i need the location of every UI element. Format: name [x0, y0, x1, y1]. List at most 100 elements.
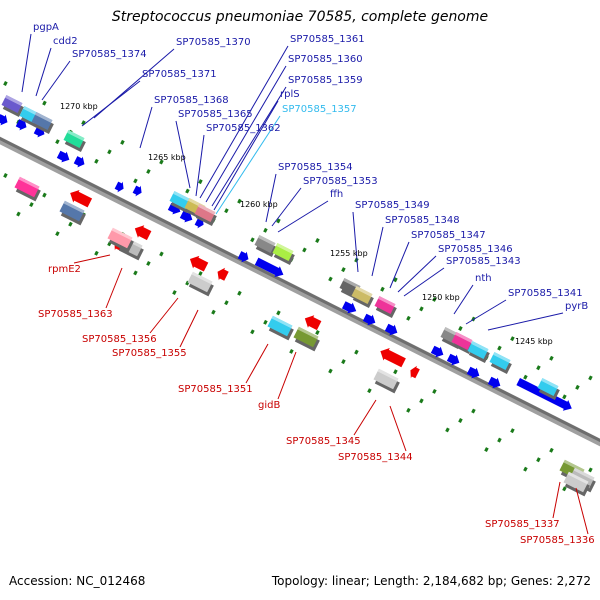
reverse-gene-label: SP70585_1344	[338, 452, 413, 463]
forward-gene-label: SP70585_1353	[303, 176, 378, 187]
tick-mark	[55, 231, 60, 237]
leader-line	[403, 267, 445, 297]
gene-box	[14, 176, 41, 202]
forward-gene-label: SP70585_1374	[72, 49, 147, 60]
tick-mark	[510, 428, 515, 434]
tick-mark	[523, 374, 528, 380]
forward-gene-label: SP70585_1370	[176, 37, 251, 48]
tick-mark	[419, 306, 424, 312]
tick-mark	[328, 276, 333, 282]
tick-mark	[42, 100, 47, 106]
tick-mark	[458, 418, 463, 423]
forward-gene-arrow	[341, 301, 357, 314]
forward-gene-label: pgpA	[33, 22, 59, 33]
tick-mark	[224, 208, 229, 214]
tick-mark	[471, 408, 476, 414]
leader-line	[149, 297, 179, 334]
forward-gene-label: pyrB	[565, 301, 588, 312]
leader-line	[371, 226, 384, 277]
tick-mark	[133, 270, 138, 276]
tick-mark	[224, 300, 229, 306]
map-title: Streptococcus pneumoniae 70585, complete…	[111, 9, 489, 25]
tick-mark	[341, 359, 346, 365]
forward-gene-arrow	[384, 323, 398, 336]
tick-mark	[562, 394, 567, 400]
gene-box	[267, 315, 294, 341]
tick-mark	[354, 349, 359, 355]
kbp-label: 1270 kbp	[60, 102, 98, 111]
reverse-gene-label: SP70585_1355	[112, 348, 187, 359]
tick-mark	[276, 310, 281, 316]
tick-mark	[536, 365, 541, 371]
gene-box	[373, 368, 400, 394]
tick-mark	[523, 466, 528, 472]
tick-mark	[562, 486, 567, 492]
forward-gene-label: nth	[475, 273, 492, 284]
tick-mark	[354, 257, 359, 263]
leader-line	[175, 120, 191, 189]
tick-mark	[484, 447, 489, 453]
forward-gene-arrow	[362, 313, 376, 326]
tick-mark	[16, 211, 21, 217]
forward-gene-label: SP70585_1349	[355, 200, 430, 211]
reverse-gene-arrow	[134, 225, 152, 241]
accession-text: Accession: NC_012468	[9, 574, 146, 588]
forward-gene-arrow	[430, 345, 444, 358]
reverse-gene-label: SP70585_1336	[520, 535, 595, 546]
tick-mark	[120, 139, 125, 145]
tick-mark	[588, 467, 593, 473]
forward-gene-label: cdd2	[53, 36, 78, 47]
kbp-label: 1265 kbp	[148, 153, 186, 162]
leader-line	[352, 211, 359, 273]
leader-line	[21, 33, 32, 93]
forward-gene-label: SP70585_1346	[438, 244, 513, 255]
gene-box	[194, 204, 217, 226]
tick-mark	[458, 326, 463, 331]
forward-gene-arrow	[254, 257, 284, 277]
leader-line	[389, 241, 410, 289]
leader-line	[73, 254, 111, 264]
gene-box	[293, 326, 320, 352]
kbp-label: 1260 kbp	[240, 200, 278, 209]
forward-gene-arrow	[0, 114, 8, 126]
tick-mark	[146, 169, 151, 174]
tick-mark	[510, 336, 515, 342]
tick-mark	[588, 375, 593, 381]
tick-mark	[302, 247, 307, 253]
tick-mark	[237, 290, 242, 296]
tick-mark	[146, 261, 151, 266]
forward-gene-label: SP70585_1360	[288, 54, 363, 65]
forward-gene-label: SP70585_1347	[411, 230, 486, 241]
reverse-gene-arrow	[410, 365, 420, 379]
tick-mark	[42, 192, 47, 198]
forward-gene-label: SP70585_1354	[278, 162, 353, 173]
gene-box	[63, 130, 86, 152]
leader-line	[277, 200, 329, 233]
kbp-label: 1245 kbp	[515, 337, 553, 346]
tick-mark	[263, 227, 268, 233]
tick-mark	[367, 388, 372, 394]
leader-line	[179, 309, 199, 348]
tick-mark	[393, 369, 398, 375]
tick-mark	[133, 178, 138, 184]
forward-gene-arrow	[446, 353, 460, 366]
gene-box	[537, 378, 560, 400]
reverse-gene-arrow	[189, 255, 209, 272]
forward-gene-arrow	[15, 119, 27, 131]
reverse-gene-label: rpmE2	[48, 264, 81, 275]
tick-mark	[497, 437, 502, 443]
tick-mark	[94, 158, 99, 164]
tick-mark	[393, 277, 398, 283]
tick-mark	[211, 309, 216, 315]
tick-mark	[68, 221, 73, 227]
tick-mark	[81, 120, 86, 126]
forward-gene-arrow	[237, 251, 249, 263]
label-leader-lines	[21, 33, 589, 535]
leader-line	[552, 481, 561, 519]
leader-line	[215, 115, 281, 215]
tick-mark	[549, 447, 554, 453]
tick-mark	[185, 188, 190, 194]
reverse-gene-label: SP70585_1351	[178, 384, 253, 395]
